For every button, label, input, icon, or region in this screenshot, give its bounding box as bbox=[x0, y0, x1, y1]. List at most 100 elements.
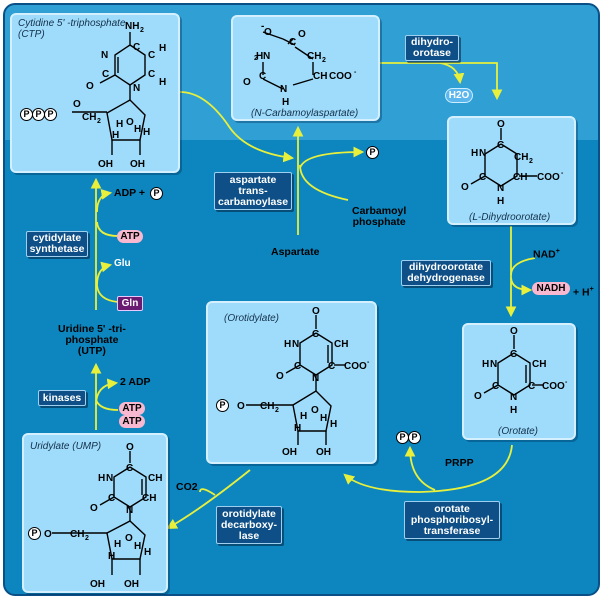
svg-text:2: 2 bbox=[140, 27, 144, 34]
svg-text:H: H bbox=[256, 51, 263, 62]
orotidylate-caption: (Orotidylate) bbox=[224, 313, 280, 324]
enzyme-oprt-line3: transferase bbox=[423, 524, 481, 537]
svg-text:C: C bbox=[148, 50, 155, 61]
ctp-phosphate-3: P bbox=[44, 108, 57, 121]
svg-text:O: O bbox=[126, 117, 134, 128]
enzyme-orotate-phosphoribosyltransferase: orotate phosphoribosyl- transferase bbox=[404, 501, 500, 539]
svg-text:N: N bbox=[510, 392, 517, 403]
svg-text:CH: CH bbox=[82, 112, 96, 123]
svg-text:H: H bbox=[320, 413, 327, 424]
h-plus-label: + H+ bbox=[573, 284, 594, 299]
enzyme-odc-line3: lase bbox=[238, 529, 260, 542]
enzyme-kinases-line1: kinases bbox=[42, 391, 82, 404]
svg-text:OH: OH bbox=[282, 447, 297, 458]
enzyme-oprt-line1: orotate bbox=[434, 502, 470, 515]
svg-text:OH: OH bbox=[90, 579, 105, 590]
svg-text:O: O bbox=[311, 405, 319, 416]
co2-label: CO2 bbox=[176, 481, 198, 493]
h2o-pill: H2O bbox=[445, 88, 473, 103]
arrow-orotate-to-omp bbox=[343, 444, 513, 493]
svg-text:O: O bbox=[73, 99, 81, 110]
svg-text:COO: COO bbox=[329, 71, 352, 82]
enzyme-ctps-line2: synthetase bbox=[29, 243, 85, 255]
enzyme-atcase-line2: trans- bbox=[238, 184, 268, 197]
svg-text:C: C bbox=[289, 37, 296, 48]
svg-text:N: N bbox=[263, 51, 270, 62]
arrow-omp-to-ump bbox=[166, 469, 251, 530]
svg-text:CH: CH bbox=[514, 152, 528, 163]
svg-text:O: O bbox=[125, 533, 133, 544]
ump-phosphate: P bbox=[28, 527, 41, 540]
arrow-glu-out bbox=[96, 261, 113, 286]
h2o-label: H2O bbox=[448, 90, 470, 101]
carbamoyl-phosphate-line1: Carbamoyl bbox=[352, 205, 407, 217]
enzyme-dhodh-line1: dihydroorotate bbox=[408, 261, 484, 273]
arrow-h2o-release bbox=[439, 62, 465, 85]
svg-text:N: N bbox=[292, 339, 299, 350]
svg-text:2: 2 bbox=[275, 407, 279, 414]
nad-text: NAD bbox=[533, 248, 556, 261]
svg-text:N: N bbox=[280, 84, 287, 95]
atp-kinase-pill-1: ATP bbox=[119, 402, 145, 415]
enzyme-ctps-line1: cytidylate bbox=[32, 232, 82, 244]
arrow-co2-release bbox=[199, 488, 216, 496]
svg-text:-: - bbox=[261, 21, 264, 32]
ump-caption: Uridylate (UMP) bbox=[30, 441, 102, 452]
svg-text:C: C bbox=[259, 71, 266, 82]
prpp-label: PRPP bbox=[445, 457, 474, 469]
nad-superscript: + bbox=[555, 248, 560, 255]
svg-text:H: H bbox=[98, 473, 105, 484]
svg-text:N: N bbox=[101, 50, 108, 61]
enzyme-dihydroorotase-line2: orotase bbox=[413, 47, 451, 59]
svg-text:OH: OH bbox=[130, 159, 145, 170]
svg-text:COO: COO bbox=[344, 361, 367, 372]
svg-text:-: - bbox=[367, 359, 370, 366]
arrow-cabp-to-dho bbox=[380, 62, 503, 101]
svg-text:N: N bbox=[106, 473, 113, 484]
svg-text:N: N bbox=[126, 505, 133, 516]
svg-text:H: H bbox=[497, 196, 504, 207]
svg-text:2: 2 bbox=[85, 535, 89, 542]
enzyme-dhodh-line2: dehydrogenase bbox=[407, 272, 485, 284]
svg-text:CH: CH bbox=[148, 473, 162, 484]
h-plus-superscript: + bbox=[589, 286, 594, 293]
svg-text:O: O bbox=[461, 182, 469, 193]
carbamoyl-phosphate-label: Carbamoyl phosphate bbox=[352, 206, 406, 228]
arrow-carbamoyl-in bbox=[299, 164, 349, 201]
enzyme-dihydroorotase: dihydro- orotase bbox=[405, 35, 459, 61]
arrow-ctp-feedback bbox=[179, 91, 295, 163]
nadh-pill: NADH bbox=[532, 282, 570, 295]
utp-line2: phosphate bbox=[65, 334, 119, 346]
atp-kinase-pill-2: ATP bbox=[119, 415, 145, 428]
svg-text:O: O bbox=[474, 391, 482, 402]
svg-text:NH: NH bbox=[125, 21, 139, 32]
enzyme-orotidylate-decarboxylase: orotidylate decarboxy- lase bbox=[216, 506, 282, 544]
orotidylate-phosphate: P bbox=[216, 399, 229, 412]
arrow-nadh-out bbox=[510, 277, 533, 296]
atp-kinase-label-2: ATP bbox=[122, 416, 142, 427]
gln-box: Gln bbox=[117, 296, 143, 311]
svg-text:CH: CH bbox=[313, 71, 327, 82]
svg-text:O: O bbox=[510, 326, 518, 337]
svg-text:H: H bbox=[282, 97, 289, 108]
svg-text:CH: CH bbox=[307, 51, 321, 62]
svg-text:2: 2 bbox=[254, 55, 258, 62]
svg-text:O: O bbox=[264, 27, 272, 38]
h-plus-text: + H bbox=[573, 286, 590, 299]
svg-text:OH: OH bbox=[98, 159, 113, 170]
svg-text:O: O bbox=[44, 529, 52, 540]
svg-text:2: 2 bbox=[529, 158, 533, 165]
svg-text:C: C bbox=[528, 381, 535, 392]
enzyme-kinases: kinases bbox=[38, 390, 86, 406]
pi-release-phosphate: P bbox=[366, 146, 379, 159]
ppi-phosphate-2: P bbox=[408, 431, 421, 444]
